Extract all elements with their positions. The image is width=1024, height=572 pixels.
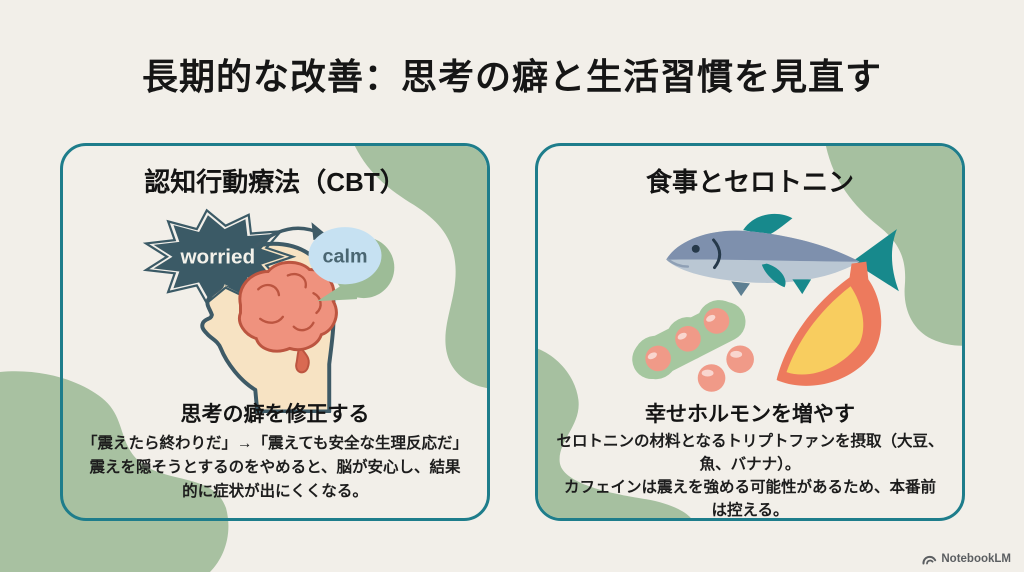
head-brain-illustration: worried	[142, 208, 395, 413]
worried-label: worried	[179, 246, 255, 269]
card-cbt: 認知行動療法（CBT） worried	[60, 143, 490, 521]
page-title: 長期的な改善：思考の癖と生活習慣を見直す	[141, 56, 882, 97]
food-illustration	[632, 213, 899, 392]
card-cbt-subtitle: 思考の癖を修正する	[180, 403, 370, 426]
notebooklm-badge: NotebookLM	[922, 553, 1011, 565]
card-serotonin-subtitle: 幸せホルモンを増やす	[645, 403, 855, 426]
card-serotonin-title: 食事とセロトニン	[645, 167, 854, 197]
card-cbt-title: 認知行動療法（CBT）	[144, 167, 406, 197]
card-cbt-body: 「震えたら終わりだ」→「震えても安全な生理反応だ」 震えを隠そうとするのをやめる…	[82, 435, 468, 500]
calm-label: calm	[323, 246, 368, 268]
brain-icon	[238, 260, 338, 374]
card-serotonin: 食事とセロトニン	[535, 143, 965, 521]
notebooklm-logo-icon	[922, 555, 937, 565]
edamame-icon	[632, 300, 754, 392]
card-serotonin-body: セロトニンの材料となるトリプトファンを摂取（大豆、 魚、バナナ）。 カフェインは…	[556, 433, 944, 519]
notebooklm-label: NotebookLM	[941, 553, 1011, 565]
